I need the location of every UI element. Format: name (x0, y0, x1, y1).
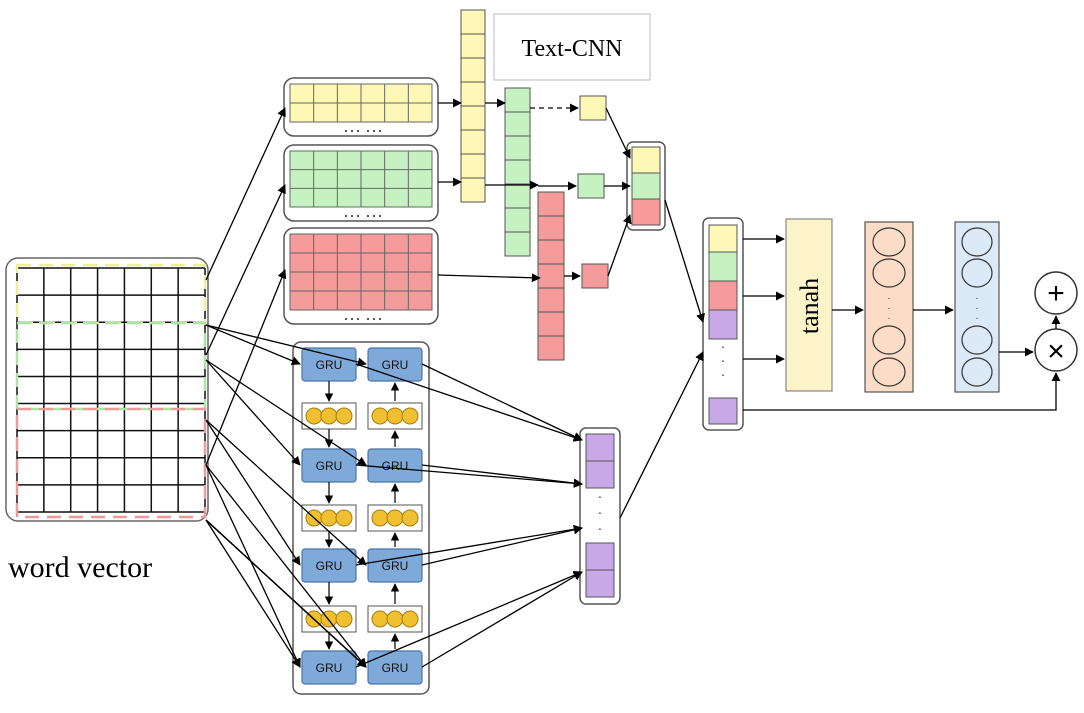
green-feature-map (283, 144, 439, 222)
red-feature-map (283, 227, 439, 325)
cnn-concat-vector (626, 141, 666, 231)
svg-text:·: · (598, 507, 603, 522)
memory-nodes (367, 402, 423, 430)
multiply-symbol: × (1047, 335, 1065, 368)
peach-dense-layer: · · · (864, 221, 914, 393)
memory-nodes (301, 605, 357, 633)
svg-text:·: · (975, 293, 979, 305)
gru-label: GRU (316, 358, 343, 372)
svg-text:·: · (721, 369, 726, 384)
green-window-dash (15, 321, 207, 411)
svg-text:·: · (887, 293, 891, 305)
svg-text:·: · (721, 355, 726, 370)
yellow-pooled-column (460, 9, 486, 203)
svg-text:·: · (598, 523, 603, 538)
gru-label: GRU (382, 559, 409, 573)
gru-label: GRU (316, 661, 343, 675)
gru-label: GRU (382, 358, 409, 372)
memory-nodes (367, 504, 423, 532)
memory-nodes (301, 504, 357, 532)
bigru-panel: GRU GRU GRU GRU GRU GRU GRU GRU (292, 341, 430, 695)
convolution-feature-maps (283, 77, 439, 325)
tanh-block: tanah (785, 218, 833, 392)
gru-cell: GRU (301, 548, 357, 583)
memory-nodes (367, 605, 423, 633)
bigru-output-vector: · · · (579, 427, 621, 605)
yellow-feature-map (283, 77, 439, 137)
plus-operator (1034, 271, 1078, 315)
pooled-feature-columns (460, 9, 565, 361)
red-window-dash (15, 407, 207, 519)
gru-cell: GRU (367, 448, 423, 483)
gru-label: GRU (316, 459, 343, 473)
gru-label: GRU (382, 459, 409, 473)
gru-cell: GRU (367, 650, 423, 685)
gru-input-arrows (205, 324, 583, 668)
pooled-green-square (577, 173, 605, 199)
gru-cell: GRU (301, 448, 357, 483)
pooled-yellow-square (579, 95, 607, 121)
text-cnn-label-box (493, 13, 651, 81)
text-cnn-label: Text-CNN (522, 36, 623, 62)
memory-nodes (301, 402, 357, 430)
red-pooled-column (537, 191, 565, 361)
blue-dense-layer: · · · (954, 221, 1000, 393)
svg-text:·: · (887, 313, 891, 325)
svg-text:·: · (598, 491, 603, 506)
svg-text:·: · (975, 303, 979, 315)
gru-cell: GRU (301, 650, 357, 685)
gru-cell: GRU (301, 347, 357, 382)
gru-cell: GRU (367, 548, 423, 583)
svg-text:·: · (975, 313, 979, 325)
fusion-vector: · · · (702, 217, 744, 431)
word-vector-label: word vector (8, 551, 152, 584)
svg-text:·: · (887, 303, 891, 315)
svg-text:·: · (721, 341, 726, 356)
plus-symbol: + (1047, 277, 1065, 310)
tanh-label: tanah (795, 278, 824, 334)
green-pooled-column (504, 87, 531, 257)
gru-label: GRU (316, 559, 343, 573)
connection-arrows (205, 98, 1061, 519)
pooled-red-square (581, 263, 609, 289)
word-vector-matrix (5, 257, 209, 522)
gru-cell: GRU (367, 347, 423, 382)
gru-label: GRU (382, 661, 409, 675)
